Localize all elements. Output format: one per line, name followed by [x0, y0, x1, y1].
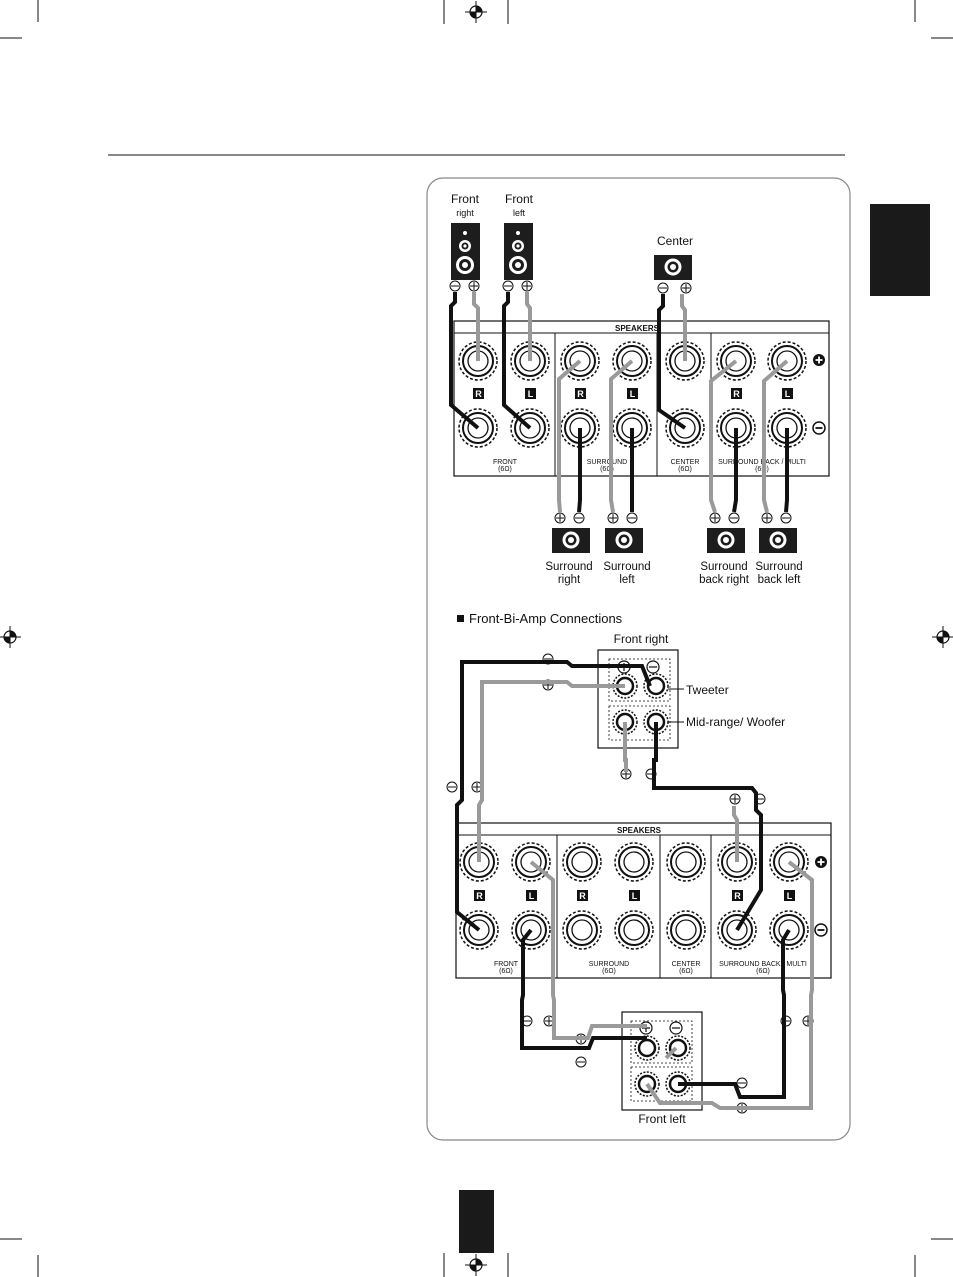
receiver-speaker-panel-bottom: SPEAKERS R L R L R L FRONT(6Ω) SURROUND(… — [455, 822, 832, 979]
svg-text:R: R — [734, 891, 741, 901]
svg-text:(6Ω): (6Ω) — [678, 466, 692, 473]
svg-text:L: L — [785, 389, 791, 399]
front-right-label: Front — [451, 192, 480, 206]
svg-text:(6Ω): (6Ω) — [756, 968, 770, 975]
surround-right-l1: Surround — [545, 561, 592, 573]
front-left-sub: left — [513, 208, 526, 218]
svg-text:CENTER: CENTER — [672, 961, 701, 968]
woofer-label: Mid-range/ Woofer — [686, 715, 785, 729]
svg-text:SURROUND BACK / MULTI: SURROUND BACK / MULTI — [719, 961, 807, 968]
surround-left-l1: Surround — [603, 561, 650, 573]
surround-left-speaker — [605, 528, 643, 553]
surround-back-right-l1: Surround — [700, 561, 747, 573]
bi-amp-heading: Front-Bi-Amp Connections — [469, 611, 623, 626]
svg-text:R: R — [577, 389, 584, 399]
center-speaker — [654, 255, 692, 280]
crosshair-registration-icon — [464, 0, 488, 24]
surround-right-l2: right — [558, 574, 581, 586]
front-left-label: Front — [505, 192, 534, 206]
surround-left-l2: left — [619, 574, 635, 586]
svg-text:R: R — [733, 389, 740, 399]
polarity-marks-top — [449, 280, 792, 524]
front-right-title: Front right — [614, 632, 669, 646]
front-right-speaker — [451, 223, 480, 280]
svg-text:CENTER: CENTER — [671, 459, 700, 466]
svg-text:L: L — [529, 891, 535, 901]
bullet-square-icon — [457, 615, 464, 622]
svg-text:R: R — [579, 891, 586, 901]
front-right-sub: right — [456, 208, 474, 218]
svg-text:L: L — [528, 389, 534, 399]
surround-back-right-l2: back right — [699, 574, 750, 586]
center-label: Center — [657, 234, 693, 248]
svg-text:R: R — [476, 891, 483, 901]
svg-text:(6Ω): (6Ω) — [499, 968, 513, 975]
svg-text:SURROUND: SURROUND — [587, 459, 627, 466]
svg-text:FRONT: FRONT — [494, 961, 519, 968]
receiver-speaker-panel-top: SPEAKERS R L R L R L FRONT(6Ω) SURROUND(… — [453, 320, 830, 477]
front-left-title: Front left — [638, 1112, 686, 1126]
page-number-block — [459, 1190, 494, 1253]
front-left-biamp-speaker — [621, 1011, 703, 1111]
svg-text:(6Ω): (6Ω) — [602, 968, 616, 975]
wiring-bottom — [455, 660, 814, 1110]
crosshair-registration-icon — [0, 625, 22, 649]
tweeter-label: Tweeter — [686, 683, 729, 697]
top-speakers: Front right Front left Center Surround r… — [451, 192, 803, 586]
surround-right-speaker — [552, 528, 590, 553]
front-left-speaker — [504, 223, 533, 280]
svg-text:L: L — [632, 891, 638, 901]
svg-text:SURROUND: SURROUND — [589, 961, 629, 968]
surround-back-right-speaker — [707, 528, 745, 553]
svg-text:(6Ω): (6Ω) — [600, 466, 614, 473]
panel-title: SPEAKERS — [615, 324, 660, 333]
svg-text:(6Ω): (6Ω) — [679, 968, 693, 975]
svg-text:(6Ω): (6Ω) — [498, 466, 512, 473]
svg-text:L: L — [630, 389, 636, 399]
section-tab — [870, 204, 930, 296]
panel-title: SPEAKERS — [617, 826, 662, 835]
wiring-top — [449, 292, 789, 513]
surround-back-left-speaker — [759, 528, 797, 553]
svg-text:L: L — [787, 891, 793, 901]
svg-text:R: R — [475, 389, 482, 399]
svg-text:FRONT: FRONT — [493, 459, 518, 466]
surround-back-left-l2: back left — [758, 574, 802, 586]
crosshair-registration-icon — [464, 1253, 488, 1277]
surround-back-left-l1: Surround — [755, 561, 802, 573]
crosshair-registration-icon — [931, 625, 953, 649]
